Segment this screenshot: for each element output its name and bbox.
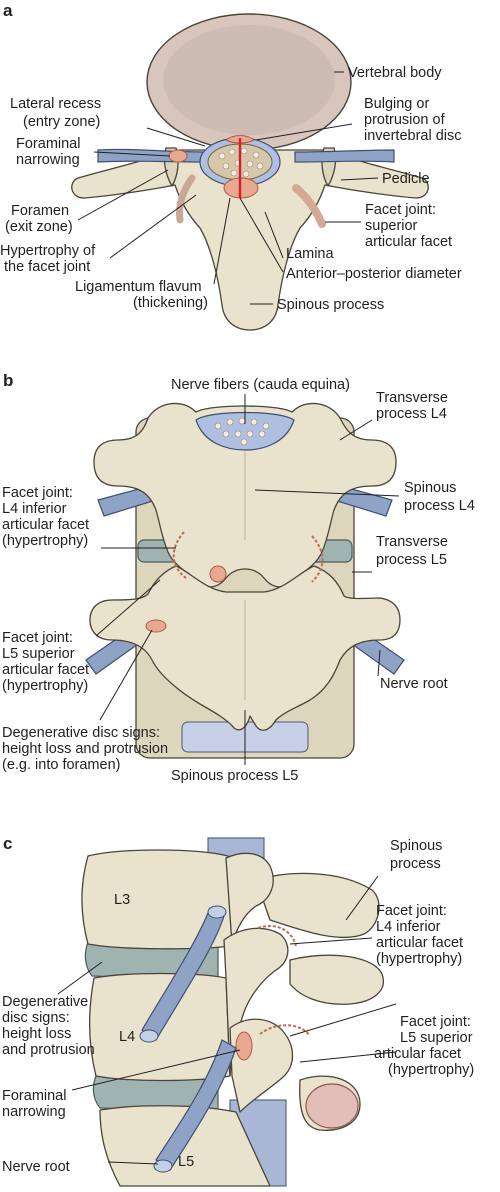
panel-a-leaders xyxy=(77,71,379,305)
label-facet-c4-3: articular facet xyxy=(376,935,463,951)
label-foraminal-c-2: narrowing xyxy=(2,1104,66,1120)
posterior-arch xyxy=(71,149,429,331)
label-facet-c5-3: articular facet xyxy=(374,1046,461,1062)
spinous-tip-hyp xyxy=(305,1083,359,1129)
label-tp4-2: process L4 xyxy=(376,406,447,422)
foraminal-narrowing-mark xyxy=(168,149,188,163)
label-facet-c4-1: Facet joint: xyxy=(376,903,447,919)
facet-l4-right-mark xyxy=(311,535,324,583)
panel-c: c xyxy=(2,834,474,1187)
label-foraminal-2: narrowing xyxy=(16,152,80,168)
panel-c-leaders xyxy=(57,875,397,1165)
label-l3: L3 xyxy=(114,892,130,908)
label-bulging-1: Bulging or xyxy=(364,96,429,112)
label-facet-l4-2: L4 inferior xyxy=(2,501,67,517)
label-l4: L4 xyxy=(119,1029,135,1045)
label-tp5-2: process L5 xyxy=(376,552,447,568)
facet-right xyxy=(292,184,326,228)
label-lateral-recess-1: Lateral recess xyxy=(10,96,101,112)
spinal-canal-b xyxy=(195,411,295,451)
vertebral-body-l3 xyxy=(81,849,233,950)
label-facet-c5-2: L5 superior xyxy=(400,1030,473,1046)
label-ap-diameter: Anterior–posterior diameter xyxy=(286,266,462,282)
label-facet-c4-4: (hypertrophy) xyxy=(376,951,462,967)
pedicle-arch-l3 xyxy=(225,852,274,945)
label-facet-l5-4: (hypertrophy) xyxy=(2,678,88,694)
facet-l5-superior-mark xyxy=(145,619,167,633)
label-degen-c-3: height loss xyxy=(2,1026,71,1042)
label-nerve-root-b: Nerve root xyxy=(380,676,448,692)
label-degen-b-3: (e.g. into foramen) xyxy=(2,757,120,773)
label-foramen-2: (exit zone) xyxy=(5,219,73,235)
label-pedicle: Pedicle xyxy=(382,171,430,187)
label-facet-c4-2: L4 inferior xyxy=(376,919,441,935)
label-tp4-1: Transverse xyxy=(376,390,448,406)
facet-left xyxy=(176,174,196,224)
foraminal-hyp-b xyxy=(209,565,227,583)
label-foramen-1: Foramen xyxy=(11,203,69,219)
label-degen-c-4: and protrusion xyxy=(2,1042,95,1058)
label-facet-c5-4: (hypertrophy) xyxy=(388,1062,474,1078)
label-facet-c5-1: Facet joint: xyxy=(400,1014,471,1030)
label-hypertrophy-2: the facet joint xyxy=(4,259,90,275)
label-facet-l5-1: Facet joint: xyxy=(2,630,73,646)
label-nerve-root-c: Nerve root xyxy=(2,1159,70,1175)
label-degen-c-1: Degenerative xyxy=(2,994,88,1010)
panel-a: a xyxy=(0,1,462,331)
label-foraminal-1: Foraminal xyxy=(16,136,80,152)
label-facet-3: articular facet xyxy=(365,234,452,250)
label-sp5: Spinous process L5 xyxy=(171,768,298,784)
label-facet-l4-1: Facet joint: xyxy=(2,485,73,501)
facet-l5-superior-hyp xyxy=(259,1024,311,1037)
label-bulging-3: invertebral disc xyxy=(364,128,462,144)
vertebral-body-inner xyxy=(163,25,335,135)
nerve-root-left xyxy=(97,148,206,163)
label-tp5-1: Transverse xyxy=(376,534,448,550)
panel-b: b xyxy=(2,371,475,784)
label-spinous-c-2: process xyxy=(390,856,441,872)
label-sp4-1: Spinous xyxy=(404,480,456,496)
label-vertebral-body: Vertebral body xyxy=(348,65,442,81)
label-lamina: Lamina xyxy=(286,246,334,262)
label-ligamentum-2: (thickening) xyxy=(133,295,208,311)
spinous-process-l3 xyxy=(255,872,380,939)
label-nerve-fibers: Nerve fibers (cauda equina) xyxy=(171,377,350,393)
panel-b-leaders xyxy=(95,394,400,765)
label-degen-b-2: height loss and protrusion xyxy=(2,741,168,757)
nerve-root-right xyxy=(294,149,395,163)
label-facet-l5-3: articular facet xyxy=(2,662,89,678)
panel-letter-a: a xyxy=(3,1,13,20)
label-spinous-process: Spinous process xyxy=(277,297,384,313)
label-hypertrophy-1: Hypertrophy of xyxy=(0,243,96,259)
label-degen-b-1: Degenerative disc signs: xyxy=(2,725,160,741)
cauda-equina-fibers xyxy=(218,147,264,178)
panel-letter-c: c xyxy=(3,834,12,853)
label-l5: L5 xyxy=(178,1154,194,1170)
foraminal-hyp-c xyxy=(235,1031,253,1061)
label-foraminal-c-1: Foraminal xyxy=(2,1088,66,1104)
label-spinous-c-1: Spinous xyxy=(390,838,442,854)
spinous-process-l4 xyxy=(289,954,384,1005)
label-ligamentum-1: Ligamentum flavum xyxy=(75,279,202,295)
label-sp4-2: process L4 xyxy=(404,498,475,514)
label-degen-c-2: disc signs: xyxy=(2,1010,70,1026)
label-facet-l4-3: articular facet xyxy=(2,517,89,533)
cauda-equina-fibers-b xyxy=(214,417,270,446)
panel-letter-b: b xyxy=(3,371,13,390)
label-bulging-2: protrusion of xyxy=(364,112,446,128)
label-facet-l5-2: L5 superior xyxy=(2,646,75,662)
label-facet-2: superior xyxy=(365,218,418,234)
label-lateral-recess-2: (entry zone) xyxy=(23,114,100,130)
label-facet-1: Facet joint: xyxy=(365,202,436,218)
facet-l4-inferior-mark xyxy=(172,531,187,579)
label-facet-l4-4: (hypertrophy) xyxy=(2,533,88,549)
nerve-roots-c xyxy=(139,905,237,1173)
